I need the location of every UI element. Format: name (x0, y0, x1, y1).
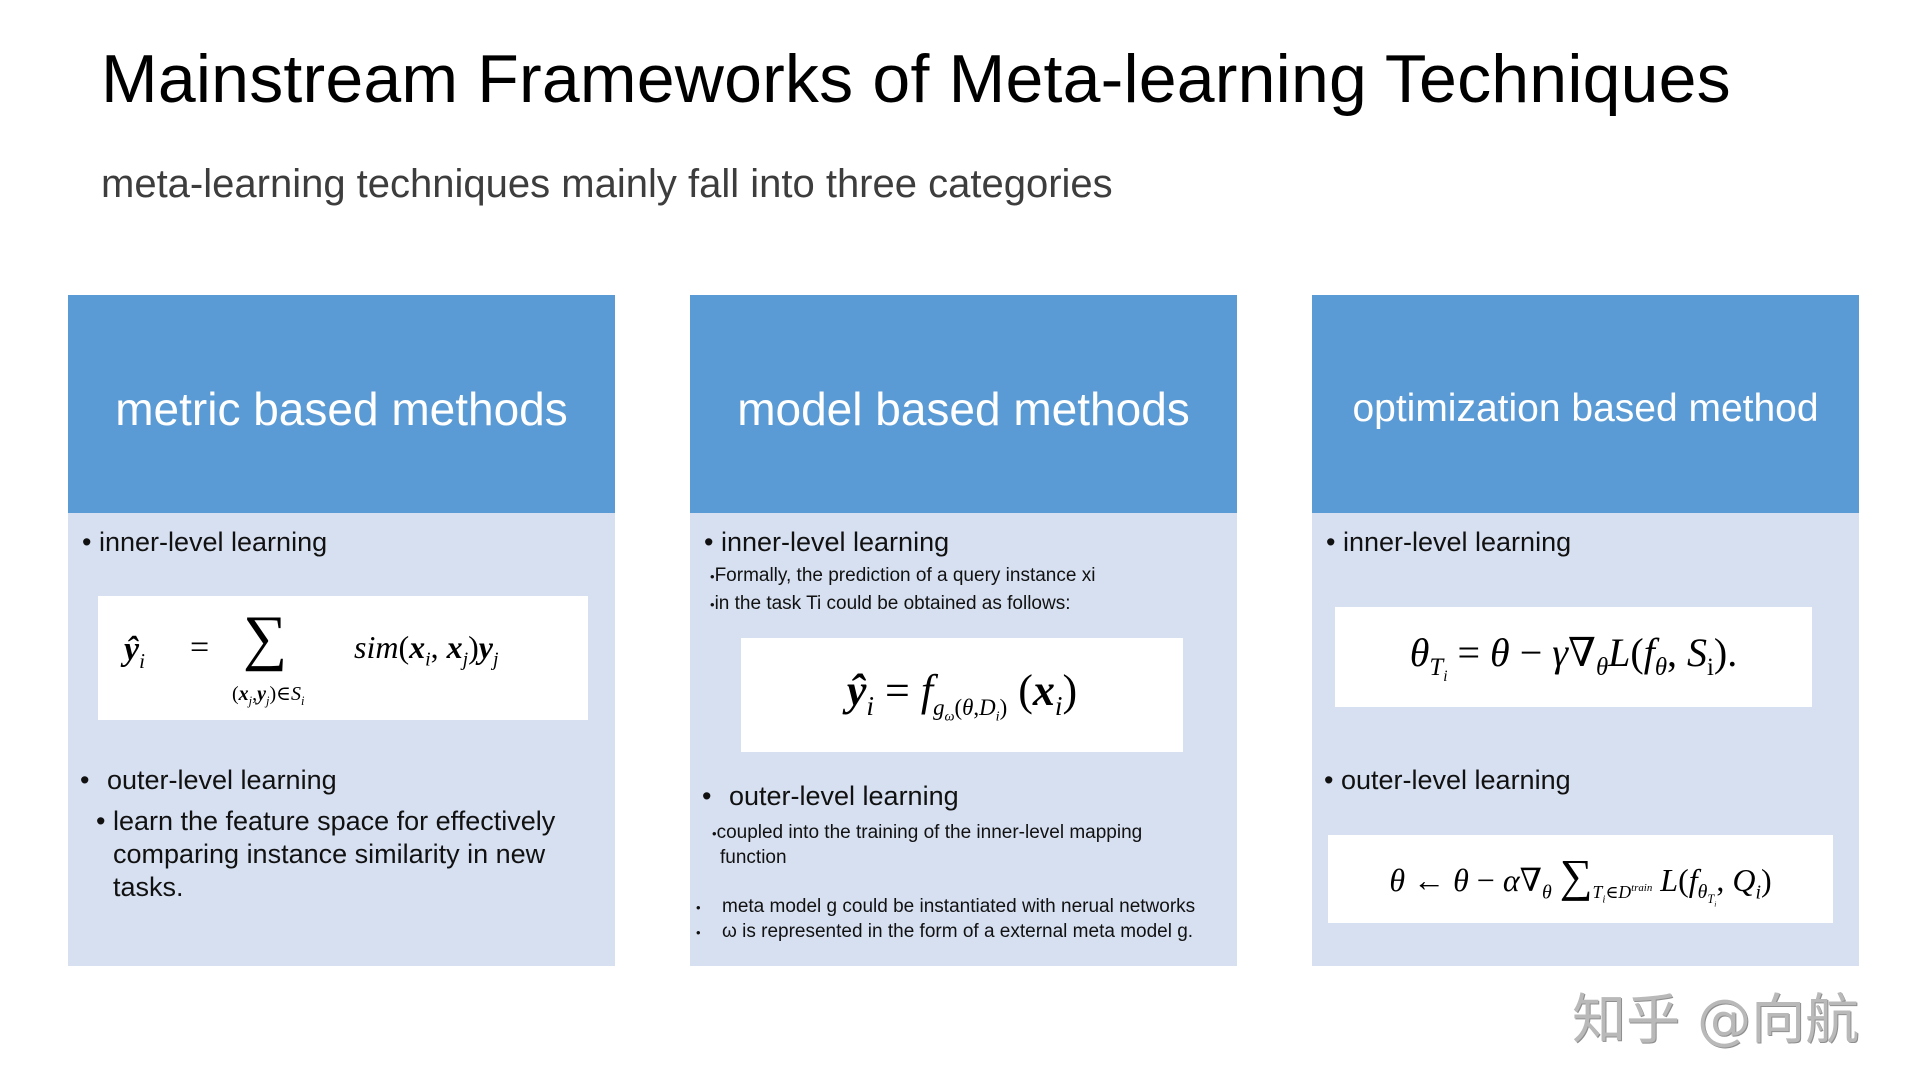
bullet-icon: • (702, 781, 712, 811)
bullet-label: outer-level learning (728, 781, 959, 811)
inner-level-bullet: • inner-level learning (704, 527, 949, 558)
slide-title: Mainstream Frameworks of Meta-learning T… (101, 41, 1731, 117)
outer-level-bullet: • outer-level learning (1324, 765, 1571, 796)
bullet-icon: • (1326, 527, 1336, 557)
bullet-label: inner-level learning (1342, 527, 1572, 557)
inner-detail-1: •Formally, the prediction of a query ins… (710, 565, 1096, 586)
optimization-based-column: optimization based method • inner-level … (1312, 295, 1859, 966)
column-body: • inner-level learning θTi = θ − γ∇θL(fθ… (1312, 513, 1859, 966)
bullet-icon: • (80, 765, 90, 795)
inner-level-bullet: • inner-level learning (1326, 527, 1571, 558)
inner-formula-box: θTi = θ − γ∇θL(fθ, Si). (1335, 607, 1812, 707)
inner-detail-2: •in the task Ti could be obtained as fol… (710, 593, 1071, 614)
bullet-icon: • (710, 597, 715, 612)
bullet-label: inner-level learning (720, 527, 950, 557)
column-header: optimization based method (1312, 295, 1859, 513)
notes-list: •meta model g could be instantiated with… (696, 895, 1195, 945)
outer-detail: •coupled into the training of the inner-… (712, 822, 1143, 868)
metric-formula: ŷi = ∑ (xj,yj)∈Si sim(xi, xj)yj (124, 604, 499, 708)
inner-update-formula: θTi = θ − γ∇θL(fθ, Si). (1409, 629, 1738, 685)
bullet-icon: • (704, 527, 714, 557)
outer-formula-box: θ ← θ − α∇θ ∑Ti∈Dtrain L(fθTi, Qi) (1328, 835, 1833, 923)
formula-box: ŷi = fgω(θ,Di) (xi) (741, 638, 1183, 752)
bullet-icon: • (696, 900, 701, 915)
bullet-icon: • (96, 806, 106, 836)
slide-subtitle: meta-learning techniques mainly fall int… (101, 162, 1113, 206)
column-body: • inner-level learning ŷi = ∑ (xj,yj)∈Si… (68, 513, 615, 966)
outer-level-bullet: • outer-level learning (702, 781, 959, 812)
outer-detail: • learn the feature space for effectivel… (96, 806, 556, 902)
bullet-label: outer-level learning (106, 765, 337, 795)
bullet-icon: • (696, 925, 701, 940)
bullet-label: inner-level learning (98, 527, 328, 557)
column-body: • inner-level learning •Formally, the pr… (690, 513, 1237, 966)
outer-update-formula: θ ← θ − α∇θ ∑Ti∈Dtrain L(fθTi, Qi) (1389, 850, 1772, 909)
outer-level-bullet: • outer-level learning (80, 765, 337, 796)
column-header: metric based methods (68, 295, 615, 513)
bullet-icon: • (712, 826, 717, 841)
bullet-icon: • (1324, 765, 1334, 795)
formula-box: ŷi = ∑ (xj,yj)∈Si sim(xi, xj)yj (98, 596, 588, 720)
bullet-icon: • (710, 569, 715, 584)
watermark: 知乎 @向航 (1572, 988, 1860, 1051)
bullet-label: outer-level learning (1340, 765, 1571, 795)
metric-based-column: metric based methods • inner-level learn… (68, 295, 615, 966)
bullet-icon: • (82, 527, 92, 557)
inner-level-bullet: • inner-level learning (82, 527, 327, 558)
column-header: model based methods (690, 295, 1237, 513)
model-based-column: model based methods • inner-level learni… (690, 295, 1237, 966)
model-formula: ŷi = fgω(θ,Di) (xi) (846, 665, 1078, 725)
